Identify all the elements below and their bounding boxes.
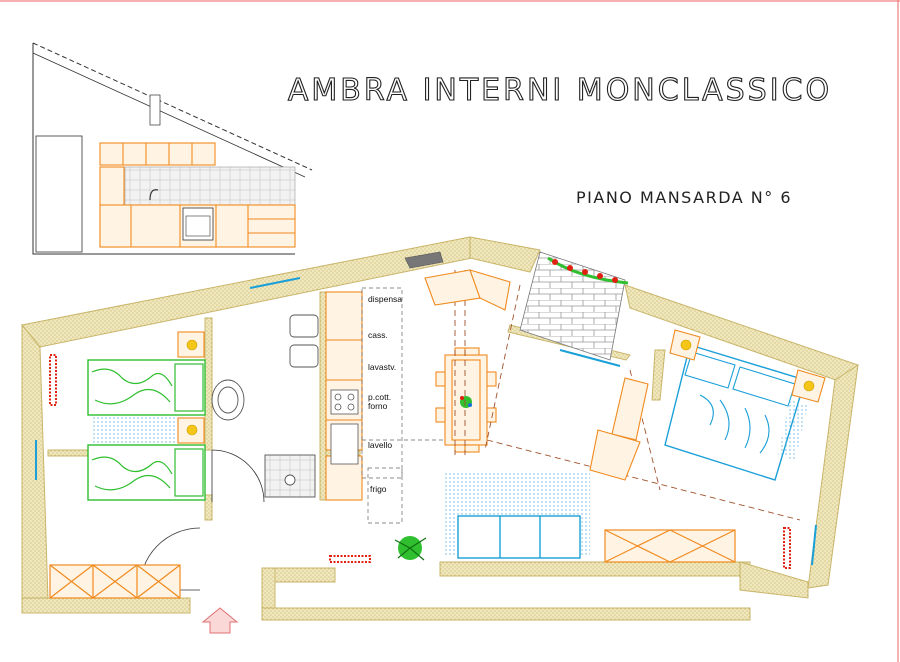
label-lavastoviglie: lavastv.: [368, 362, 396, 372]
bathroom-fixtures: [211, 314, 319, 498]
left-wardrobe: [49, 564, 181, 599]
entrance-arrow-icon: [201, 607, 239, 634]
label-forno: forno: [368, 401, 388, 411]
radiator-icon: [49, 354, 57, 406]
walls: [21, 236, 859, 621]
roof-hatch: [404, 251, 511, 311]
label-dispensa: dispensa: [368, 294, 402, 304]
twin-bed-bottom: [87, 444, 206, 501]
kitchen-elevation: [32, 42, 313, 255]
centerpiece-plant-icon: [460, 396, 472, 408]
double-bed: [664, 344, 806, 481]
label-frigo: frigo: [370, 484, 387, 494]
label-cassetti: cass.: [368, 330, 388, 340]
living-sideboard: [604, 529, 736, 563]
kitchen-dashed-lines: [361, 287, 455, 524]
sofa: [457, 515, 581, 559]
radiator-living-icon: [329, 555, 371, 563]
plan-title: AMBRA INTERNI MONCLASSICO: [288, 73, 832, 108]
bedroom-dresser: [589, 377, 649, 481]
radiator-bedroom-icon: [783, 527, 791, 569]
bed-lamp-icon: [680, 339, 815, 392]
twin-bed-top: [87, 359, 206, 416]
lamp-icon: [186, 339, 198, 436]
flower-box-icon: [547, 256, 629, 285]
windows: [35, 277, 817, 566]
plant-icon: [394, 536, 427, 561]
nightstands: [177, 331, 205, 444]
label-lavello: lavello: [368, 440, 392, 450]
sink-and-hob: [330, 389, 359, 465]
bed-rug: [778, 400, 808, 460]
label-piano-cottura: p.cott.: [368, 392, 391, 402]
plan-subtitle: PIANO MANSARDA N° 6: [576, 188, 792, 207]
